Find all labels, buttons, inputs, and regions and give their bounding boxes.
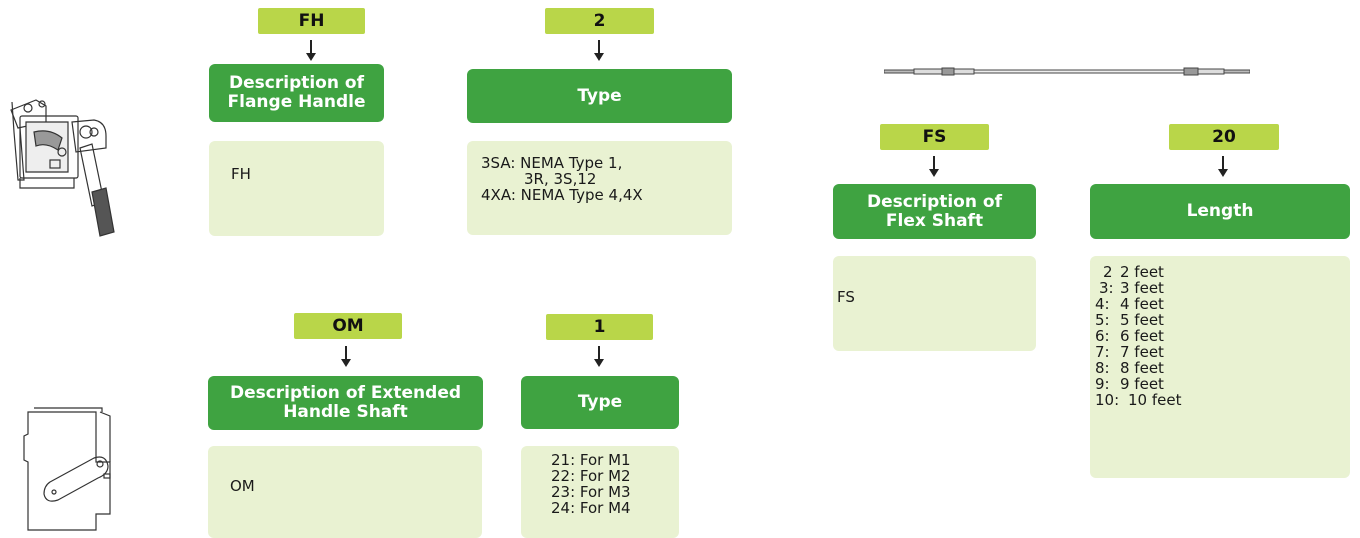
type-option: 3R, 3S,12 bbox=[524, 170, 597, 188]
flange-type-header: Type bbox=[467, 69, 732, 123]
type-option: 3SA: NEMA Type 1, bbox=[481, 154, 623, 172]
flange-type-header-text: Type bbox=[577, 85, 622, 106]
length-label: 9 feet bbox=[1120, 375, 1164, 393]
type-option: 4XA: NEMA Type 4,4X bbox=[481, 186, 643, 204]
length-label: 8 feet bbox=[1120, 359, 1164, 377]
length-label: 10 feet bbox=[1128, 391, 1182, 409]
type-option: 22: For M2 bbox=[551, 467, 631, 485]
extended-description-value: OM bbox=[230, 477, 255, 495]
flex-description-header: Description of Flex Shaft bbox=[833, 184, 1036, 239]
flange-description-header-text: Description of Flange Handle bbox=[227, 73, 366, 112]
flange-type-tag: 2 bbox=[545, 8, 654, 34]
flex-shaft-illustration bbox=[884, 67, 1250, 76]
flex-code-text: FS bbox=[922, 127, 947, 147]
length-option: 8: 8 feet bbox=[1095, 360, 1350, 376]
arrow-down-icon bbox=[594, 40, 604, 61]
flex-length-tag-text: 20 bbox=[1212, 127, 1236, 147]
extended-description-header: Description of Extended Handle Shaft bbox=[208, 376, 483, 430]
type-option: 23: For M3 bbox=[551, 483, 631, 501]
extended-type-tag: 1 bbox=[546, 314, 653, 340]
extended-description-box: OM bbox=[208, 446, 482, 538]
arrow-down-icon bbox=[929, 156, 939, 177]
flex-description-header-text: Description of Flex Shaft bbox=[867, 191, 1002, 231]
length-option: 9: 9 feet bbox=[1095, 376, 1350, 392]
length-option: 4: 4 feet bbox=[1095, 296, 1350, 312]
type-option: 21: For M1 bbox=[551, 451, 631, 469]
arrow-down-icon bbox=[1218, 156, 1228, 177]
flange-description-value: FH bbox=[231, 165, 251, 183]
length-code: 3: bbox=[1099, 279, 1114, 297]
flange-code-tag: FH bbox=[258, 8, 365, 34]
length-label: 2 feet bbox=[1120, 263, 1164, 281]
extended-type-header-text: Type bbox=[577, 392, 623, 412]
length-option: 5: 5 feet bbox=[1095, 312, 1350, 328]
length-label: 5 feet bbox=[1120, 311, 1164, 329]
extended-type-box: 21: For M1 22: For M2 23: For M3 24: For… bbox=[521, 446, 679, 538]
length-code: 4: bbox=[1095, 295, 1110, 313]
length-code: 7: bbox=[1095, 343, 1110, 361]
extended-handle-shaft-illustration bbox=[23, 407, 111, 531]
length-option: 2 2 feet bbox=[1095, 264, 1350, 280]
flex-description-box: FS bbox=[833, 256, 1036, 351]
flange-type-tag-text: 2 bbox=[593, 11, 606, 31]
flange-description-header: Description of Flange Handle bbox=[209, 64, 384, 122]
length-label: 4 feet bbox=[1120, 295, 1164, 313]
flange-code-text: FH bbox=[298, 11, 325, 31]
length-code: 10: bbox=[1095, 391, 1120, 409]
flex-length-tag: 20 bbox=[1169, 124, 1279, 150]
length-option: 6: 6 feet bbox=[1095, 328, 1350, 344]
flex-length-box: 2 2 feet 3: 3 feet 4: 4 feet 5: 5 feet 6: 6 f… bbox=[1090, 256, 1350, 478]
length-code: 2 bbox=[1103, 263, 1113, 281]
flex-length-header: Length bbox=[1090, 184, 1350, 239]
flex-code-tag: FS bbox=[880, 124, 989, 150]
length-code: 9: bbox=[1095, 375, 1110, 393]
length-code: 6: bbox=[1095, 327, 1110, 345]
length-code: 8: bbox=[1095, 359, 1110, 377]
arrow-down-icon bbox=[341, 346, 351, 367]
length-label: 3 feet bbox=[1120, 279, 1164, 297]
extended-code-text: OM bbox=[332, 316, 364, 336]
flange-type-box: 3SA: NEMA Type 1, 3R, 3S,12 4XA: NEMA Ty… bbox=[467, 141, 732, 235]
flange-description-box: FH bbox=[209, 141, 384, 236]
extended-code-tag: OM bbox=[294, 313, 402, 339]
extended-description-header-text: Description of Extended Handle Shaft bbox=[229, 383, 462, 422]
arrow-down-icon bbox=[306, 40, 316, 61]
length-option: 10: 10 feet bbox=[1095, 392, 1350, 408]
flex-length-header-text: Length bbox=[1186, 201, 1254, 221]
length-label: 6 feet bbox=[1120, 327, 1164, 345]
extended-type-tag-text: 1 bbox=[593, 317, 606, 337]
length-option: 7: 7 feet bbox=[1095, 344, 1350, 360]
length-label: 7 feet bbox=[1120, 343, 1164, 361]
type-option: 24: For M4 bbox=[551, 499, 631, 517]
length-code: 5: bbox=[1095, 311, 1110, 329]
flange-handle-illustration bbox=[10, 99, 115, 237]
extended-type-header: Type bbox=[521, 376, 679, 429]
flex-description-value: FS bbox=[837, 288, 855, 306]
arrow-down-icon bbox=[594, 346, 604, 367]
length-option: 3: 3 feet bbox=[1095, 280, 1350, 296]
